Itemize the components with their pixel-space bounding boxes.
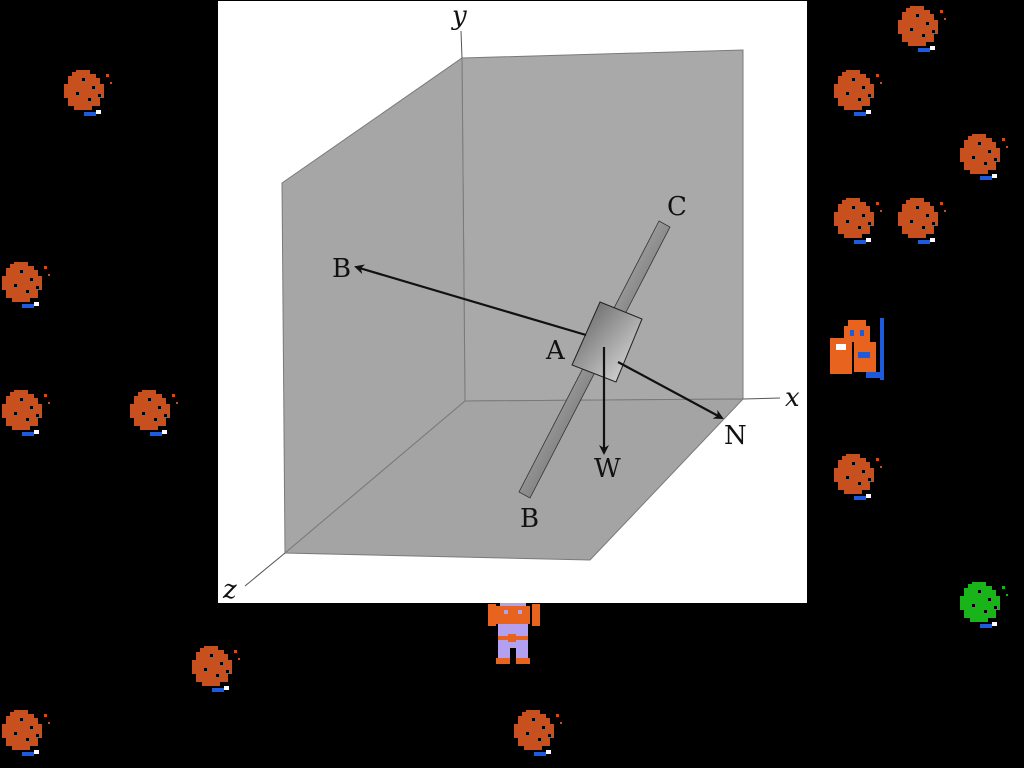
z-axis-line (244, 552, 286, 587)
bush-sprite (0, 704, 56, 760)
tension-arrow (354, 264, 587, 337)
y-axis-line (460, 30, 463, 59)
bush-sprite (512, 704, 568, 760)
bush-sprite (832, 192, 888, 248)
bush-sprite (832, 448, 888, 504)
collar (571, 301, 643, 383)
hero-sprite (486, 600, 542, 666)
figure-svg: y x z C A B B W N (222, 1, 800, 603)
bush-sprite (128, 384, 184, 440)
y-axis-label: y (451, 1, 467, 31)
z-axis-label: z (222, 575, 237, 603)
bush-sprite (0, 384, 56, 440)
label-n: N (724, 421, 747, 451)
bush-sprite (958, 128, 1014, 184)
x-axis-label: x (785, 383, 800, 413)
label-b-rod: B (520, 504, 539, 534)
bush-sprite (896, 0, 952, 56)
physics-figure: y x z C A B B W N (218, 1, 807, 603)
label-a: A (545, 336, 566, 366)
green-bush-sprite (958, 576, 1014, 632)
moblin-sprite (830, 318, 890, 380)
bush-sprite (0, 256, 56, 312)
x-axis-line (742, 397, 781, 400)
bush-sprite (896, 192, 952, 248)
label-c: C (667, 192, 687, 222)
normal-arrow (617, 361, 724, 419)
bush-sprite (832, 64, 888, 120)
bush-sprite (190, 640, 246, 696)
label-w: W (594, 454, 621, 484)
label-b-tension: B (332, 254, 351, 284)
bush-sprite (62, 64, 118, 120)
